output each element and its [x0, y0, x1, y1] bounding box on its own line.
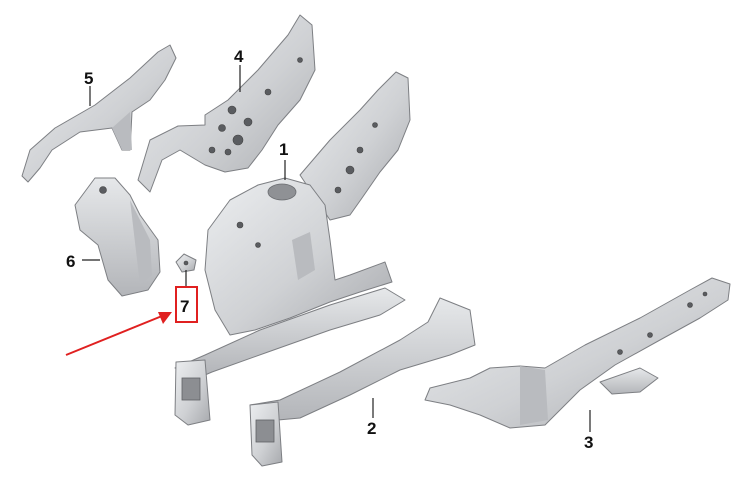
part-5-wheelhouse-rail — [21, 44, 177, 183]
callout-3: 3 — [584, 433, 593, 452]
callout-6: 6 — [66, 252, 75, 271]
part-3-floor-rail — [424, 277, 731, 429]
callout-2: 2 — [367, 419, 376, 438]
part-1-longitudinal-rail — [174, 287, 406, 426]
callout-5: 5 — [84, 69, 93, 88]
part-4-inner-panel — [137, 14, 316, 193]
highlight-box-7 — [175, 286, 198, 323]
callout-4: 4 — [234, 47, 244, 66]
callout-7: 7 — [180, 297, 189, 316]
leader-lines — [82, 65, 591, 432]
part-2-lower-rail — [249, 297, 476, 467]
highlight-arrow — [65, 312, 172, 356]
part-7-small-bracket — [175, 253, 197, 273]
part-1-rear-panel — [299, 71, 411, 221]
callout-1: 1 — [279, 140, 288, 159]
part-6-strut-bracket — [74, 177, 161, 297]
callout-labels: 1 2 3 4 5 6 7 — [66, 47, 593, 452]
